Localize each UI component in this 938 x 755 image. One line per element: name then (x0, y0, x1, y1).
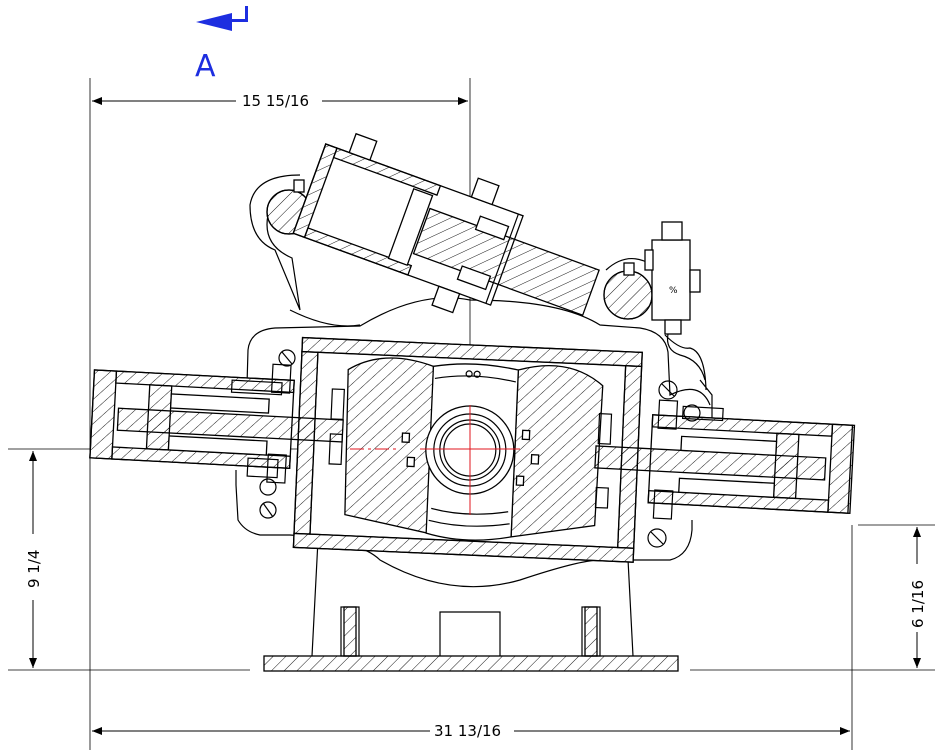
dimension-right-height-label: 6 1/16 (909, 580, 927, 628)
dimension-top-width: 15 15/16 (89, 78, 471, 750)
center-axis (350, 405, 520, 515)
section-view-marker: A (195, 6, 248, 84)
dimension-overall-width-label: 31 13/16 (434, 722, 501, 740)
housing-outline (235, 297, 713, 588)
top-actuator: % (249, 132, 706, 381)
left-cylinder (89, 363, 344, 484)
dimension-right-height: 6 1/16 (690, 524, 935, 671)
fitting-marker: % (669, 286, 678, 296)
view-label: A (195, 49, 216, 84)
view-direction-arrow (196, 13, 232, 31)
right-mount-bolts (647, 380, 701, 548)
dimension-left-height-label: 9 1/4 (25, 550, 43, 588)
dimension-overall-width: 31 13/16 (92, 525, 853, 750)
dimension-left-height: 9 1/4 (8, 448, 342, 671)
right-cylinder (594, 399, 856, 520)
rotary-body (292, 336, 643, 563)
pedestal (311, 539, 634, 657)
base-plate (263, 655, 679, 672)
left-mount-bolts (259, 349, 296, 519)
dimension-top-width-label: 15 15/16 (242, 92, 309, 110)
